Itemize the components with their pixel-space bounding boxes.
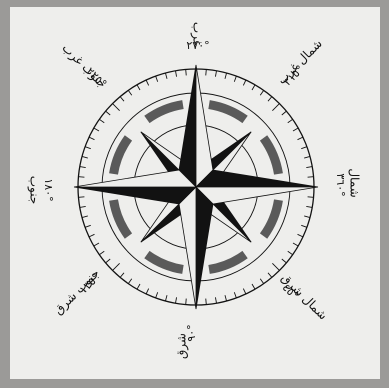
- tick-mark: [186, 69, 187, 75]
- label-west-degrees-g: ١٨٠°: [42, 178, 55, 201]
- label-west-name: جنوب: [27, 176, 42, 205]
- label-east-name: شمال: [348, 168, 362, 197]
- label-south-degrees-g: ٩٠°: [185, 324, 198, 341]
- tick-mark: [78, 177, 84, 178]
- label-west: جنوب: [27, 176, 42, 205]
- label-south-degrees: ٩٠°: [185, 324, 198, 341]
- tick-mark: [78, 197, 84, 198]
- label-north-degrees-g: ٢٧٠°: [186, 39, 209, 52]
- tick-mark: [186, 299, 187, 305]
- label-east-degrees: ٣٦٠°: [334, 173, 347, 196]
- label-north-degrees: ٢٧٠°: [186, 39, 209, 52]
- tick-mark: [308, 177, 314, 178]
- label-east: شمال: [348, 168, 362, 197]
- label-west-degrees: ١٨٠°: [42, 178, 55, 201]
- label-east-degrees-g: ٣٦٠°: [334, 173, 347, 196]
- tick-mark: [206, 299, 207, 305]
- tick-mark: [308, 197, 314, 198]
- tick-mark: [206, 69, 207, 75]
